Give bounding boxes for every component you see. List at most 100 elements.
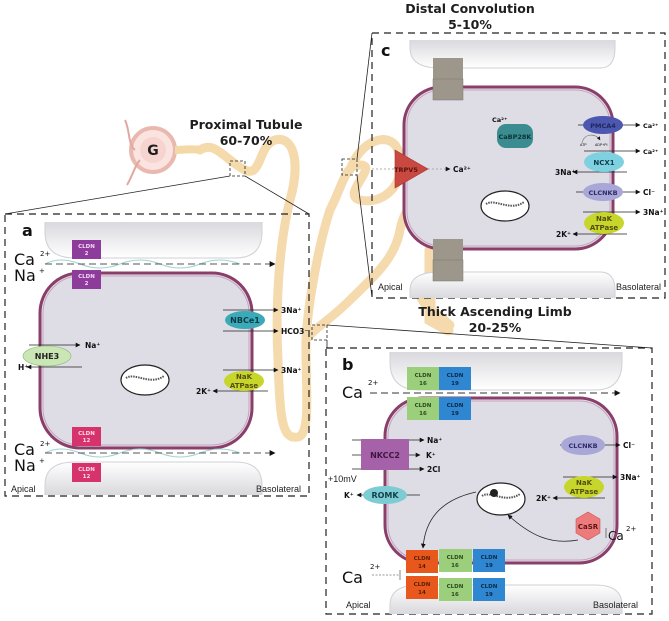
epithelial-cell <box>402 85 615 251</box>
thick-ascending-limb-title: Thick Ascending Limb <box>418 304 571 319</box>
svg-text:NaK: NaK <box>576 479 593 487</box>
svg-text:HCO3⁻: HCO3⁻ <box>281 327 308 336</box>
svg-text:2K⁺: 2K⁺ <box>536 494 551 503</box>
glomerulus: G <box>124 119 201 186</box>
svg-text:CLCNKB: CLCNKB <box>588 189 617 197</box>
svg-text:CaSR: CaSR <box>578 523 599 531</box>
nkcc2-cotransporter: NKCC2 Na⁺ K⁺ 2Cl <box>352 436 442 474</box>
claudin-16-19-top: CLDN 16 CLDN 19 CLDN 16 CLDN 19 <box>407 367 471 420</box>
svg-text:K⁺: K⁺ <box>344 491 354 500</box>
svg-text:ATPase: ATPase <box>590 224 618 232</box>
svg-text:12: 12 <box>83 438 91 444</box>
svg-text:14: 14 <box>418 590 426 596</box>
na-charge-bottom: + <box>39 457 45 465</box>
svg-text:19: 19 <box>451 411 459 417</box>
svg-text:K⁺: K⁺ <box>426 451 436 460</box>
svg-text:3Na⁺: 3Na⁺ <box>620 473 641 482</box>
svg-text:19: 19 <box>485 592 493 598</box>
nak-atpase-transporter: NaK ATPase 3Na⁺ 2K⁺ <box>196 366 302 396</box>
svg-text:CLDN: CLDN <box>78 431 95 437</box>
claudin-2-top: CLDN 2 <box>72 240 101 259</box>
ca-charge-top: 2+ <box>40 250 50 258</box>
svg-text:ADP+Pi: ADP+Pi <box>595 143 608 147</box>
panel-b-thick-ascending-limb-cell: b Ca 2+ CLDN 16 CLDN 19 CLDN 16 CLDN 19 <box>325 347 653 615</box>
svg-text:CLDN: CLDN <box>414 582 431 588</box>
svg-text:ROMK: ROMK <box>371 491 399 500</box>
svg-text:CLDN: CLDN <box>78 467 95 473</box>
panel-a-apical-label: Apical <box>11 484 36 494</box>
svg-text:16: 16 <box>451 563 459 569</box>
svg-text:NaK: NaK <box>236 373 253 381</box>
svg-text:2: 2 <box>85 251 89 257</box>
tight-junction-bottom <box>432 239 464 282</box>
panel-c-letter: c <box>381 41 390 60</box>
svg-text:3Na⁺: 3Na⁺ <box>555 168 576 177</box>
ca-ion-label-top: Ca <box>14 250 35 269</box>
svg-text:CLDN: CLDN <box>447 403 464 409</box>
panel-a-basolateral-label: Basolateral <box>256 484 301 494</box>
svg-text:Cl⁻: Cl⁻ <box>623 441 635 450</box>
nhe3-h-label: H⁺ <box>18 363 28 372</box>
clcnkb-channel: CLCNKB Cl⁻ <box>560 435 635 455</box>
zoom-connectors <box>4 32 653 349</box>
casr-receptor: CaSR Ca 2+ <box>575 511 636 543</box>
svg-text:CLDN: CLDN <box>414 556 431 562</box>
svg-text:NaK: NaK <box>596 215 613 223</box>
distal-convolution-percent: 5-10% <box>448 17 492 32</box>
romk-channel: ROMK K⁺ <box>344 486 420 504</box>
tight-junction-top <box>432 58 464 101</box>
ca-ion-label-top: Ca <box>342 383 363 402</box>
svg-text:3Na⁺: 3Na⁺ <box>643 208 664 217</box>
svg-text:CLDN: CLDN <box>447 373 464 379</box>
thick-ascending-limb-percent: 20-25% <box>469 320 522 335</box>
svg-text:16: 16 <box>451 592 459 598</box>
svg-text:PMCA4: PMCA4 <box>590 122 616 130</box>
ncx1-exchanger: NCX1 Ca²⁺ 3Na⁺ <box>555 148 658 177</box>
svg-text:NHE3: NHE3 <box>35 352 59 361</box>
ca-ion-label-bottom: Ca <box>342 568 363 587</box>
svg-text:NBCe1: NBCe1 <box>230 316 260 325</box>
panel-b-letter: b <box>342 355 353 374</box>
ca-charge-bottom: 2+ <box>40 440 50 448</box>
trpv5-channel: TRPV5 Ca²⁺ <box>372 149 471 189</box>
svg-text:Ca²⁺: Ca²⁺ <box>643 122 658 130</box>
na-ion-label-bottom: Na <box>14 456 36 475</box>
claudin-14-16-19-bottom: CLDN 14 CLDN 16 CLDN 19 CLDN 14 CLDN 16 … <box>406 549 505 601</box>
glomerulus-label: G <box>147 143 159 159</box>
epithelial-cell <box>38 271 254 450</box>
proximal-tubule-percent: 60-70% <box>220 133 273 148</box>
svg-text:ATP: ATP <box>580 143 587 147</box>
pmca4-pump: PMCA4 ATP ADP+Pi Ca²⁺ <box>578 116 658 147</box>
nhe3-transporter: NHE3 Na⁺ H⁺ <box>18 341 100 372</box>
svg-text:CaBP28K: CaBP28K <box>499 133 533 141</box>
panel-c-distal-convolution-cell: c TRPV5 Ca²⁺ CaBP28K Ca²⁺ <box>371 32 666 299</box>
svg-text:3Na⁺: 3Na⁺ <box>281 366 302 375</box>
proximal-tubule-title: Proximal Tubule <box>189 117 302 132</box>
panel-a-letter: a <box>22 221 33 240</box>
svg-text:ATPase: ATPase <box>230 382 258 390</box>
svg-text:2+: 2+ <box>626 525 636 533</box>
panel-a-proximal-tubule-cell: a Ca 2+ Na + Ca 2+ Na + CLDN 2 <box>4 213 310 497</box>
svg-text:2K⁺: 2K⁺ <box>196 387 211 396</box>
svg-text:CLDN: CLDN <box>447 555 464 561</box>
na-ion-label-top: Na <box>14 266 36 285</box>
nbce1-transporter: NBCe1 3Na⁺ HCO3⁻ <box>223 306 308 336</box>
svg-text:2: 2 <box>85 281 89 287</box>
svg-text:14: 14 <box>418 564 426 570</box>
svg-text:Ca: Ca <box>608 529 624 543</box>
ca-charge-bottom: 2+ <box>370 563 380 571</box>
svg-text:2Cl: 2Cl <box>427 465 440 474</box>
svg-text:Na⁺: Na⁺ <box>427 436 442 445</box>
panel-b-basolateral-label: Basolateral <box>593 600 638 610</box>
svg-text:CLCNKB: CLCNKB <box>568 442 597 450</box>
svg-text:16: 16 <box>419 411 427 417</box>
svg-text:3Na⁺: 3Na⁺ <box>281 306 302 315</box>
distal-convolution-title: Distal Convolution <box>405 1 534 16</box>
svg-text:Ca²⁺: Ca²⁺ <box>453 165 471 174</box>
transepithelial-voltage-label: +10mV <box>328 474 357 484</box>
svg-text:Cl⁻: Cl⁻ <box>643 188 655 197</box>
svg-text:16: 16 <box>419 381 427 387</box>
panel-c-apical-label: Apical <box>378 282 403 292</box>
svg-text:19: 19 <box>451 381 459 387</box>
nucleus-icon <box>480 190 530 222</box>
